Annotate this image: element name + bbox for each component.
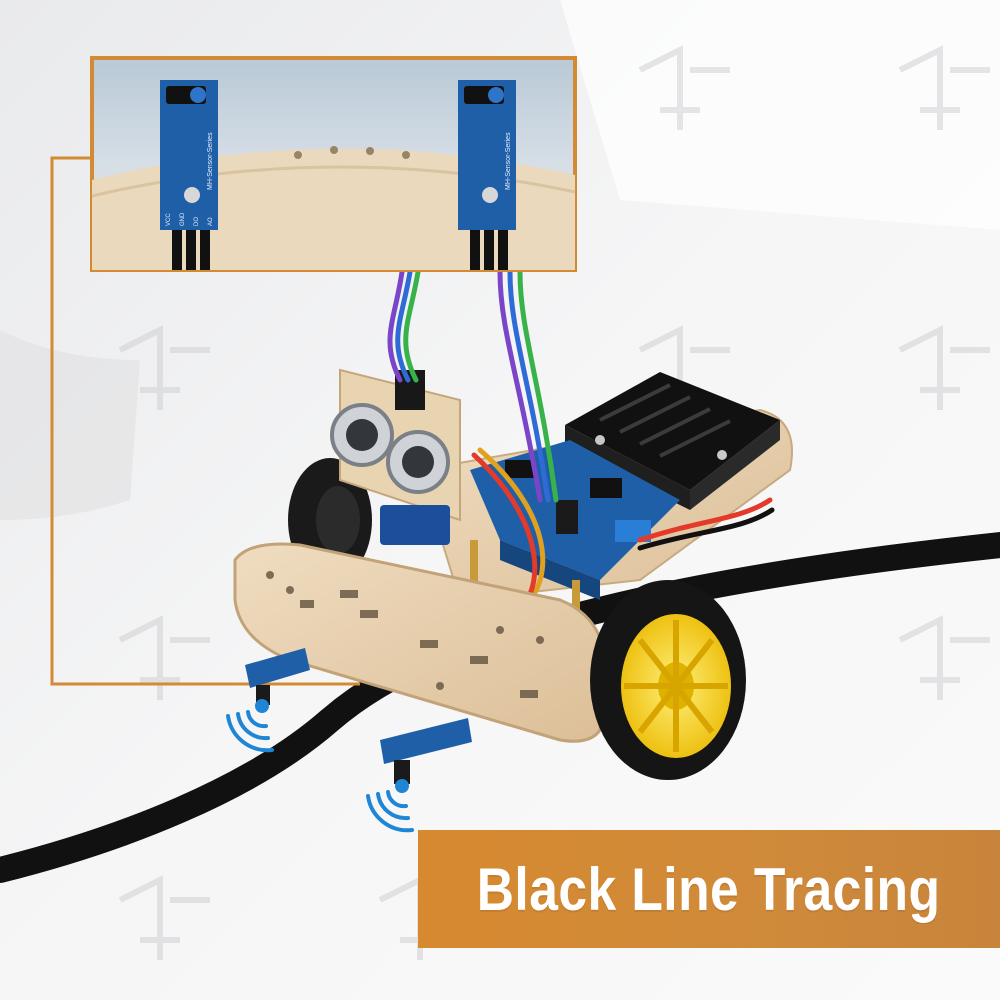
inset-ir-sensor-left — [160, 80, 218, 270]
inset-pin-label-vcc: VCC — [166, 213, 172, 226]
ultrasonic-sensor — [330, 368, 461, 545]
sensor-closeup-inset: MH-Sensor-Series MH-Sensor-Series VCC GN… — [90, 56, 577, 272]
inset-ir-sensor-right — [458, 80, 516, 270]
background-wall — [560, 0, 1000, 230]
inset-pin-label-do: DO — [194, 217, 200, 226]
background-chair — [0, 330, 140, 520]
inset-pin-label-gnd: GND — [180, 212, 186, 226]
wheel-front-right — [590, 580, 746, 780]
caption-banner: Black Line Tracing — [418, 830, 1000, 948]
inset-silkscreen-left: MH-Sensor-Series — [207, 132, 214, 190]
inset-silkscreen-right: MH-Sensor-Series — [505, 132, 512, 190]
callout-connector — [50, 156, 360, 686]
sensor-signal-icon — [226, 699, 274, 753]
robot-car — [226, 269, 793, 833]
caption-text: Black Line Tracing — [477, 855, 941, 923]
sensor-signal-icon — [366, 779, 414, 833]
ir-sensor-right — [380, 718, 472, 784]
inset-pin-label-ao: AO — [208, 217, 214, 226]
